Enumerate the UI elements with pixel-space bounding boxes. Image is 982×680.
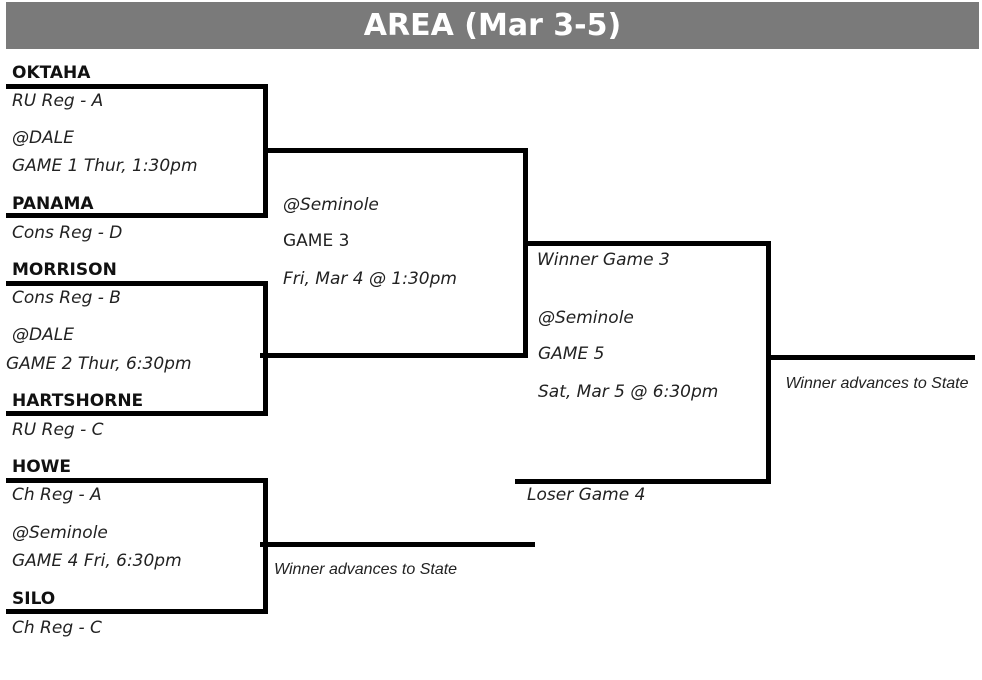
game1-seed-top: RU Reg - A xyxy=(12,91,104,111)
game2-vertical-line xyxy=(263,281,268,416)
game2-winner-line xyxy=(260,353,528,358)
game4-bottom-line xyxy=(6,609,268,614)
game3-winner-line xyxy=(523,241,771,246)
game5-top-label: Winner Game 3 xyxy=(537,250,670,270)
game4-top-line xyxy=(6,478,268,483)
game5-vertical-line xyxy=(766,241,771,484)
game4-game-time: GAME 4 Fri, 6:30pm xyxy=(12,551,182,571)
game2-team-bottom: HARTSHORNE xyxy=(12,391,144,411)
game3-vertical-line xyxy=(523,148,528,358)
bracket-title: AREA (Mar 3-5) xyxy=(6,2,979,49)
game2-seed-top: Cons Reg - B xyxy=(12,288,121,308)
game1-top-line xyxy=(6,84,268,89)
game5-bottom-label: Loser Game 4 xyxy=(527,485,646,505)
game3-site: @Seminole xyxy=(283,195,379,215)
game1-winner-line xyxy=(263,148,528,153)
game5-winner-line xyxy=(771,355,975,360)
game2-game-time: GAME 2 Thur, 6:30pm xyxy=(6,354,192,374)
game5-result: Winner advances to State xyxy=(785,375,969,392)
game5-site: @Seminole xyxy=(538,308,634,328)
game4-winner-line xyxy=(260,542,535,547)
game2-seed-bottom: RU Reg - C xyxy=(12,420,104,440)
game4-seed-top: Ch Reg - A xyxy=(12,485,102,505)
game3-label: GAME 3 xyxy=(283,231,350,251)
game4-site: @Seminole xyxy=(12,523,108,543)
game1-team-bottom: PANAMA xyxy=(12,194,94,214)
game2-team-top: MORRISON xyxy=(12,260,117,280)
game5-label: GAME 5 xyxy=(538,344,605,364)
game2-site: @DALE xyxy=(12,325,74,345)
game5-bottom-line xyxy=(515,479,771,484)
game1-bottom-line xyxy=(6,213,268,218)
game1-seed-bottom: Cons Reg - D xyxy=(12,223,123,243)
game4-team-bottom: SILO xyxy=(12,589,56,609)
game4-team-top: HOWE xyxy=(12,457,72,477)
game2-top-line xyxy=(6,281,268,286)
game3-time: Fri, Mar 4 @ 1:30pm xyxy=(283,269,457,289)
game1-game-time: GAME 1 Thur, 1:30pm xyxy=(12,156,198,176)
game1-team-top: OKTAHA xyxy=(12,63,91,83)
game1-site: @DALE xyxy=(12,128,74,148)
game5-time: Sat, Mar 5 @ 6:30pm xyxy=(538,382,719,402)
game2-bottom-line xyxy=(6,411,268,416)
game4-seed-bottom: Ch Reg - C xyxy=(12,618,102,638)
game4-result: Winner advances to State xyxy=(274,561,458,578)
